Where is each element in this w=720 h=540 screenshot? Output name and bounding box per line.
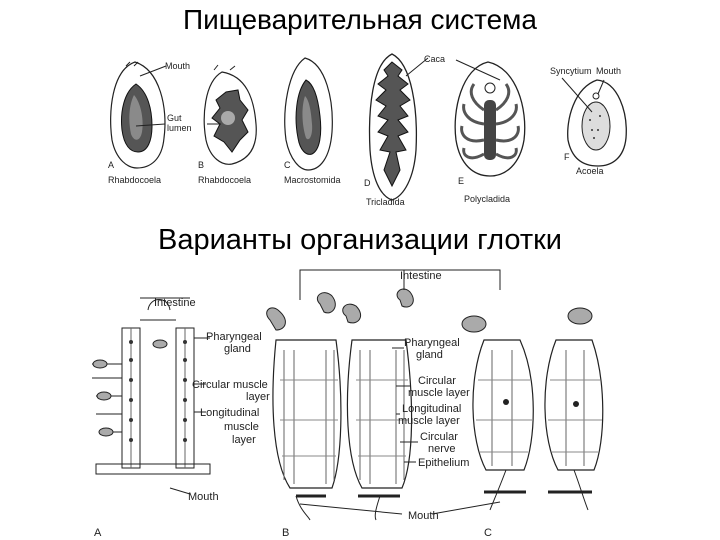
label-intestine-top: Intestine (400, 270, 442, 282)
label-longitudinal-left-2: muscle (224, 421, 259, 433)
panel-name-f: Acoela (576, 166, 604, 176)
label-circular-muscle-left-1: Circular muscle (192, 379, 268, 391)
pharynx-letter-c: C (484, 527, 492, 539)
label-longitudinal-right-2: muscle layer (398, 415, 460, 427)
label-pharyngeal-gland-right-1: Pharyngeal (404, 337, 460, 349)
panel-a-rhabdocoela (111, 62, 166, 168)
pharynx-letter-a: A (94, 527, 102, 539)
label-circular-muscle-right-2: muscle layer (408, 387, 470, 399)
label-longitudinal-left-3: layer (232, 434, 256, 446)
panel-letter-f: F (564, 152, 570, 162)
label-circular-muscle-right-1: Circular (418, 375, 456, 387)
label-leader-lines (300, 348, 500, 514)
panel-b-rhabdocoela (204, 65, 256, 164)
label-pharyngeal-gland-left-2: gland (224, 343, 251, 355)
pharynx-letter-b: B (282, 527, 289, 539)
panel-name-e: Polycladida (464, 194, 510, 204)
label-pharyngeal-gland-right-2: gland (416, 349, 443, 361)
pharynx-panel-c (462, 308, 603, 510)
label-gut-lumen-2: lumen (167, 123, 192, 133)
panel-letter-e: E (458, 176, 464, 186)
panel-letter-a: A (108, 160, 114, 170)
label-mouth-left: Mouth (188, 491, 219, 503)
label-mouth-a: Mouth (165, 61, 190, 71)
panel-name-c: Macrostomida (284, 175, 341, 185)
label-intestine-left: Intestine (154, 297, 196, 309)
label-gut-lumen-1: Gut (167, 113, 182, 123)
label-circular-nerve-2: nerve (428, 443, 456, 455)
panel-name-b: Rhabdocoela (198, 175, 251, 185)
label-mouth-bottom: Mouth (408, 510, 439, 522)
panel-name-a: Rhabdocoela (108, 175, 161, 185)
label-circular-nerve-1: Circular (420, 431, 458, 443)
panel-letter-c: C (284, 160, 291, 170)
panel-e-polycladida (455, 60, 525, 176)
label-syncytium: Syncytium (550, 66, 592, 76)
panel-letter-d: D (364, 178, 371, 188)
panel-letter-b: B (198, 160, 204, 170)
panel-c-macrostomida (285, 58, 332, 170)
panel-d-tricladida (370, 54, 428, 200)
panel-name-d: Tricladida (366, 197, 405, 207)
panel-f-acoela (562, 78, 626, 166)
label-mouth-f: Mouth (596, 66, 621, 76)
pharynx-panel-a (92, 298, 210, 494)
label-longitudinal-left-1: Longitudinal (200, 407, 259, 419)
label-epithelium: Epithelium (418, 457, 469, 469)
label-caeca: Caca (424, 54, 445, 64)
label-longitudinal-right-1: Longitudinal (402, 403, 461, 415)
label-circular-muscle-left-2: layer (246, 391, 270, 403)
label-pharyngeal-gland-left-1: Pharyngeal (206, 331, 262, 343)
